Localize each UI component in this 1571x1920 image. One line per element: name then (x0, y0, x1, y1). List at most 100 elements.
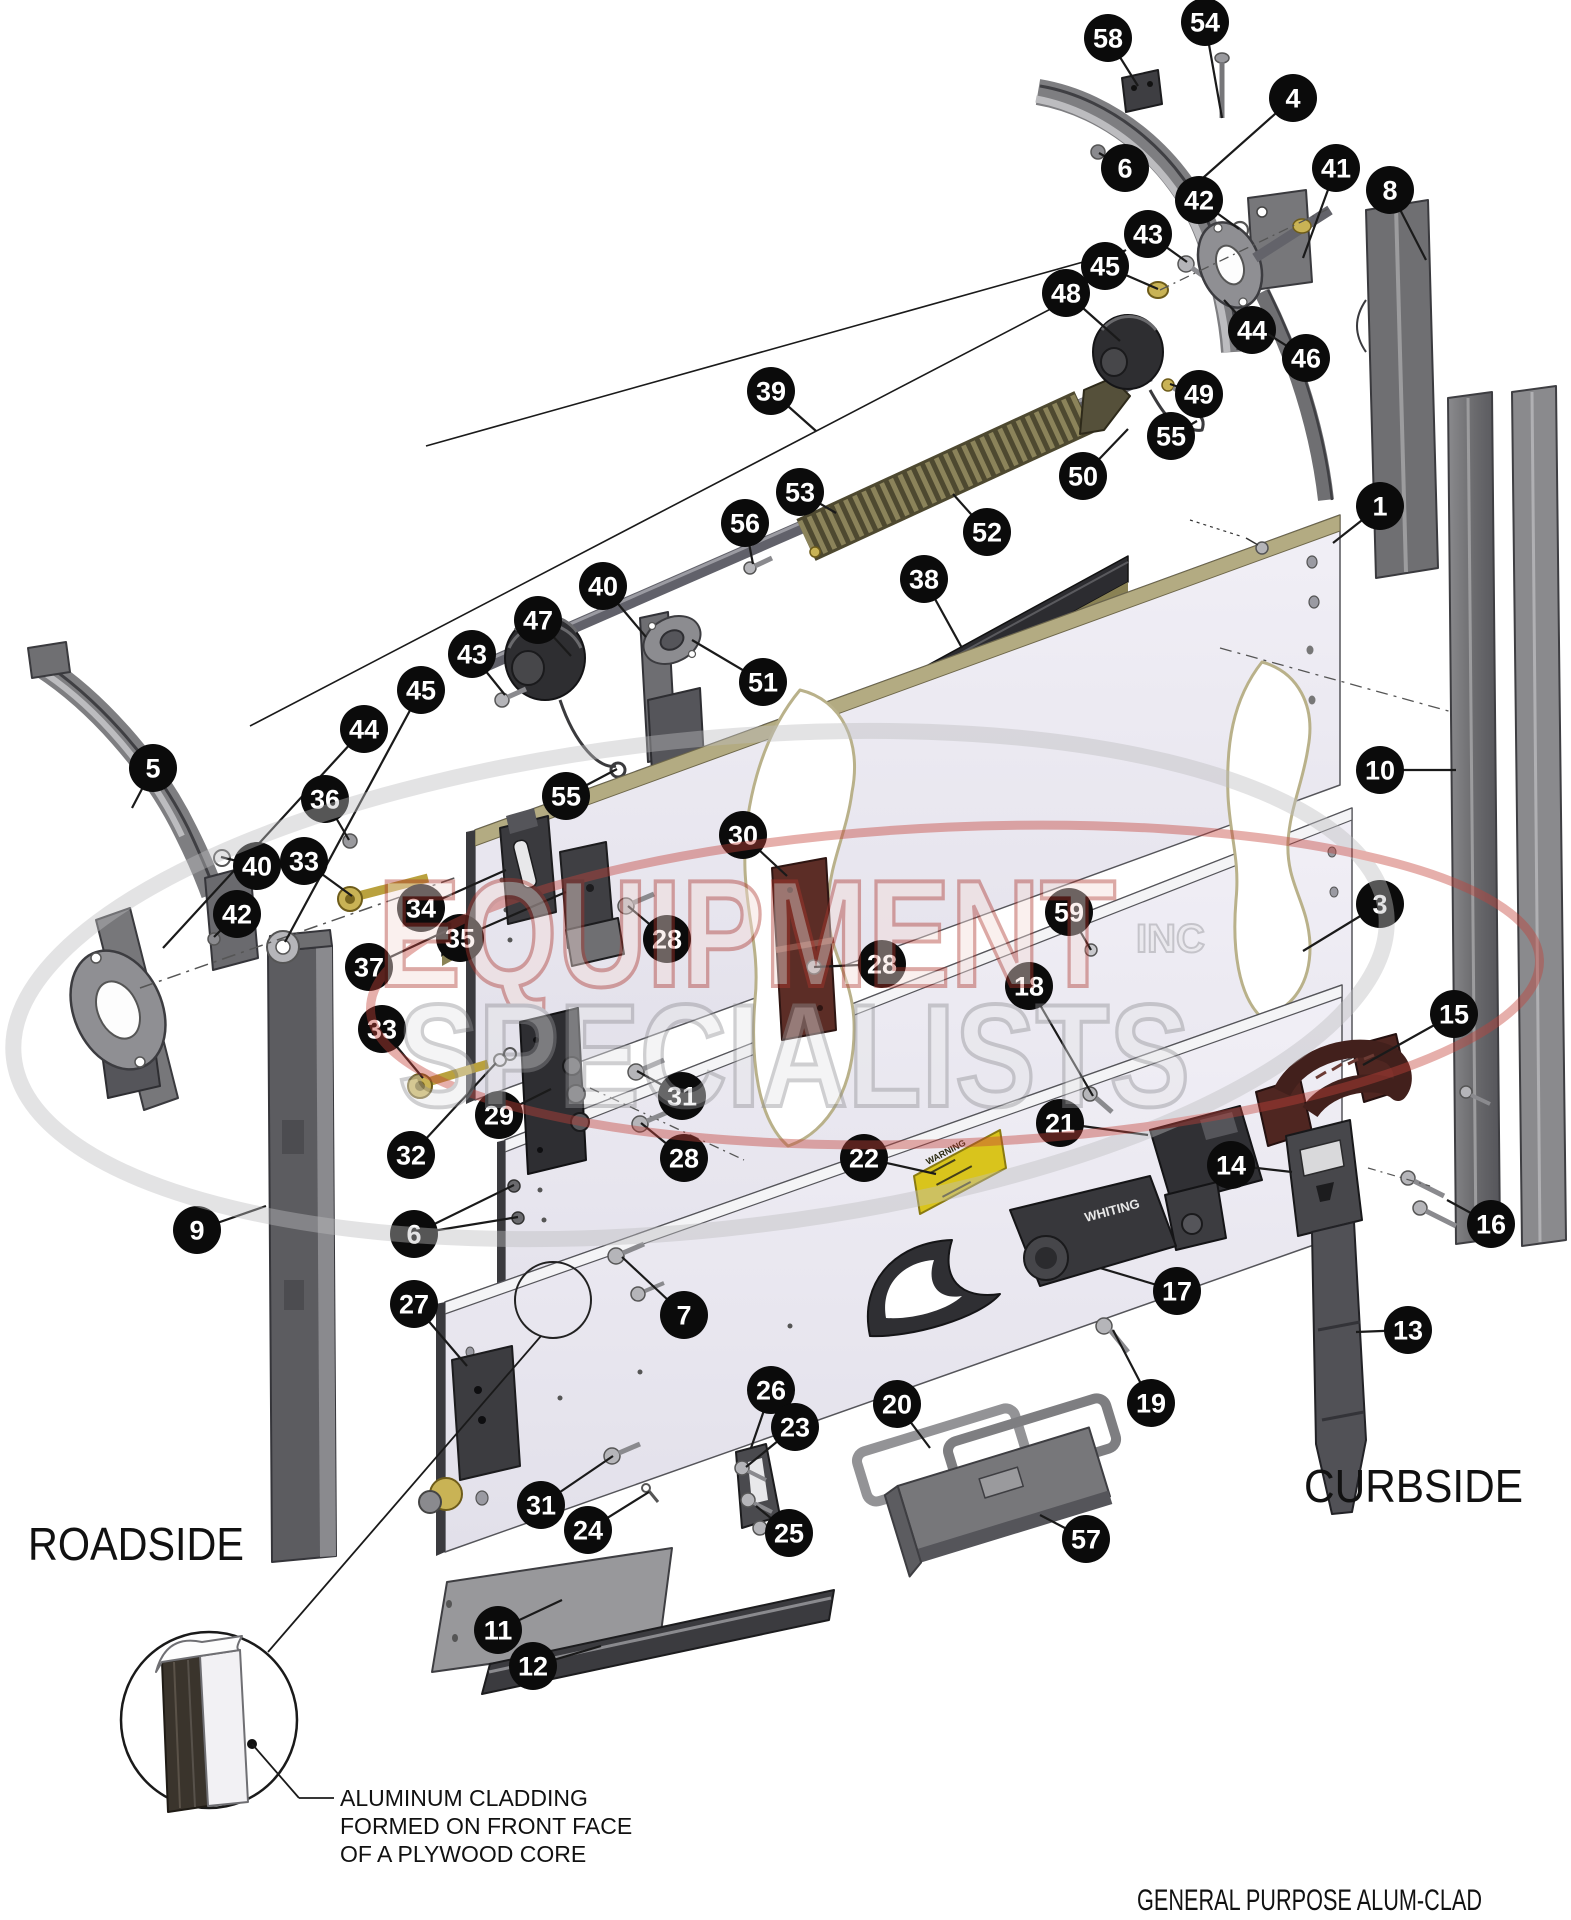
callout-49: 49 (1169, 370, 1223, 418)
callout-number-5: 5 (145, 754, 160, 784)
detail-view (119, 1335, 542, 1813)
callout-number-8: 8 (1382, 176, 1397, 206)
cable-drum-48 (1092, 314, 1190, 434)
watermark-word-specialists: SPECIALISTS (398, 974, 1190, 1137)
annotation-text: ALUMINUM CLADDING FORMED ON FRONT FACE O… (340, 1785, 632, 1867)
callout-number-29: 29 (484, 1101, 514, 1131)
door-lock-21 (1149, 1105, 1263, 1251)
callout-number-40: 40 (588, 572, 618, 602)
callout-57: 57 (1039, 1514, 1110, 1563)
lock-lever-17: WHITING (867, 1175, 1177, 1338)
callout-number-28: 28 (867, 950, 897, 980)
callout-number-7: 7 (676, 1301, 691, 1331)
retainer-tray-57 (883, 1426, 1113, 1578)
spacer-45c (1147, 281, 1169, 299)
callout-35: 35 (436, 890, 567, 962)
callout-16: 16 (1446, 1199, 1515, 1248)
callout-15: 15 (1362, 990, 1478, 1066)
callout-43: 43 (448, 630, 506, 696)
callout-number-35: 35 (445, 924, 475, 954)
callout-22: 22 (840, 1134, 937, 1182)
callout-48: 48 (1042, 269, 1121, 342)
callout-47: 47 (514, 596, 572, 657)
callout-28: 28 (813, 940, 906, 988)
callout-number-33: 33 (289, 847, 319, 877)
callout-number-26: 26 (756, 1376, 786, 1406)
callout-4: 4 (1194, 74, 1317, 186)
counterbalance-spring-52 (796, 377, 1131, 561)
callout-42: 42 (213, 890, 261, 938)
callout-number-22: 22 (849, 1144, 879, 1174)
callout-number-18: 18 (1014, 972, 1044, 1002)
watermark-red-ring (366, 820, 1544, 1150)
callout-number-13: 13 (1393, 1316, 1423, 1346)
curved-track-5 (27, 641, 225, 899)
callout-number-40: 40 (242, 852, 272, 882)
callout-1: 1 (1332, 482, 1404, 544)
bracket-35 (559, 841, 625, 967)
callout-6: 6 (1098, 144, 1149, 192)
screw-43a (494, 686, 528, 708)
callout-number-31: 31 (667, 1082, 697, 1112)
door-panel-1 (466, 514, 1341, 1104)
roadside-label: ROADSIDE (28, 1518, 244, 1570)
callout-number-37: 37 (354, 953, 384, 983)
callout-number-16: 16 (1476, 1210, 1506, 1240)
callout-19: 19 (1112, 1329, 1175, 1427)
washer-40 (213, 849, 231, 867)
callout-59: 59 (1045, 888, 1093, 951)
callout-55: 55 (1147, 412, 1198, 460)
callout-number-54: 54 (1190, 8, 1220, 38)
callout-number-34: 34 (406, 894, 436, 924)
callout-44: 44 (1223, 299, 1276, 354)
callout-number-43: 43 (457, 640, 487, 670)
callout-number-39: 39 (756, 377, 786, 407)
hinge-30 (771, 857, 837, 1041)
screw-54 (1214, 52, 1230, 118)
callout-54: 54 (1181, 0, 1229, 119)
callout-24: 24 (564, 1491, 650, 1554)
callout-number-50: 50 (1068, 462, 1098, 492)
callout-28: 28 (640, 1122, 708, 1182)
callout-number-56: 56 (730, 509, 760, 539)
callout-number-45: 45 (406, 676, 436, 706)
callout-number-42: 42 (1184, 186, 1214, 216)
callout-11: 11 (474, 1599, 563, 1654)
annotation-line-3: OF A PLYWOOD CORE (340, 1841, 586, 1867)
callout-30: 30 (719, 811, 788, 877)
flange-44 (69, 949, 167, 1071)
callout-33: 33 (358, 1005, 424, 1079)
nut-42 (207, 932, 221, 946)
footer-label: GENERAL PURPOSE ALUM-CLAD (1137, 1884, 1482, 1917)
callout-51: 51 (691, 639, 787, 706)
callout-12: 12 (509, 1642, 602, 1690)
callout-58: 58 (1084, 14, 1139, 87)
watermark-word-inc: INC (1136, 917, 1205, 961)
callout-21: 21 (1036, 1099, 1149, 1147)
callout-number-11: 11 (484, 1616, 513, 1646)
callout-number-25: 25 (774, 1519, 804, 1549)
callout-number-9: 9 (189, 1216, 204, 1246)
callout-number-20: 20 (882, 1390, 912, 1420)
detail-leader-line (267, 1335, 542, 1653)
callout-number-21: 21 (1045, 1109, 1075, 1139)
callout-36: 36 (301, 775, 350, 841)
hinge-cutout-a (743, 688, 857, 1148)
callout-number-28: 28 (669, 1144, 699, 1174)
pull-handle-15 (1255, 1033, 1412, 1147)
callout-number-57: 57 (1071, 1525, 1101, 1555)
callout-7: 7 (621, 1256, 708, 1339)
callout-number-41: 41 (1321, 154, 1351, 184)
warning-decal: WARNING (913, 1129, 1007, 1215)
callout-45: 45 (284, 666, 445, 943)
callout-number-43: 43 (1133, 220, 1163, 250)
callout-number-53: 53 (785, 478, 815, 508)
callout-25: 25 (755, 1505, 813, 1557)
callout-6: 6 (390, 1184, 519, 1258)
callout-number-15: 15 (1439, 1000, 1469, 1030)
callout-44: 44 (162, 705, 388, 949)
callout-number-38: 38 (909, 565, 939, 595)
callout-number-28: 28 (652, 925, 682, 955)
washer-32a (493, 1053, 507, 1067)
